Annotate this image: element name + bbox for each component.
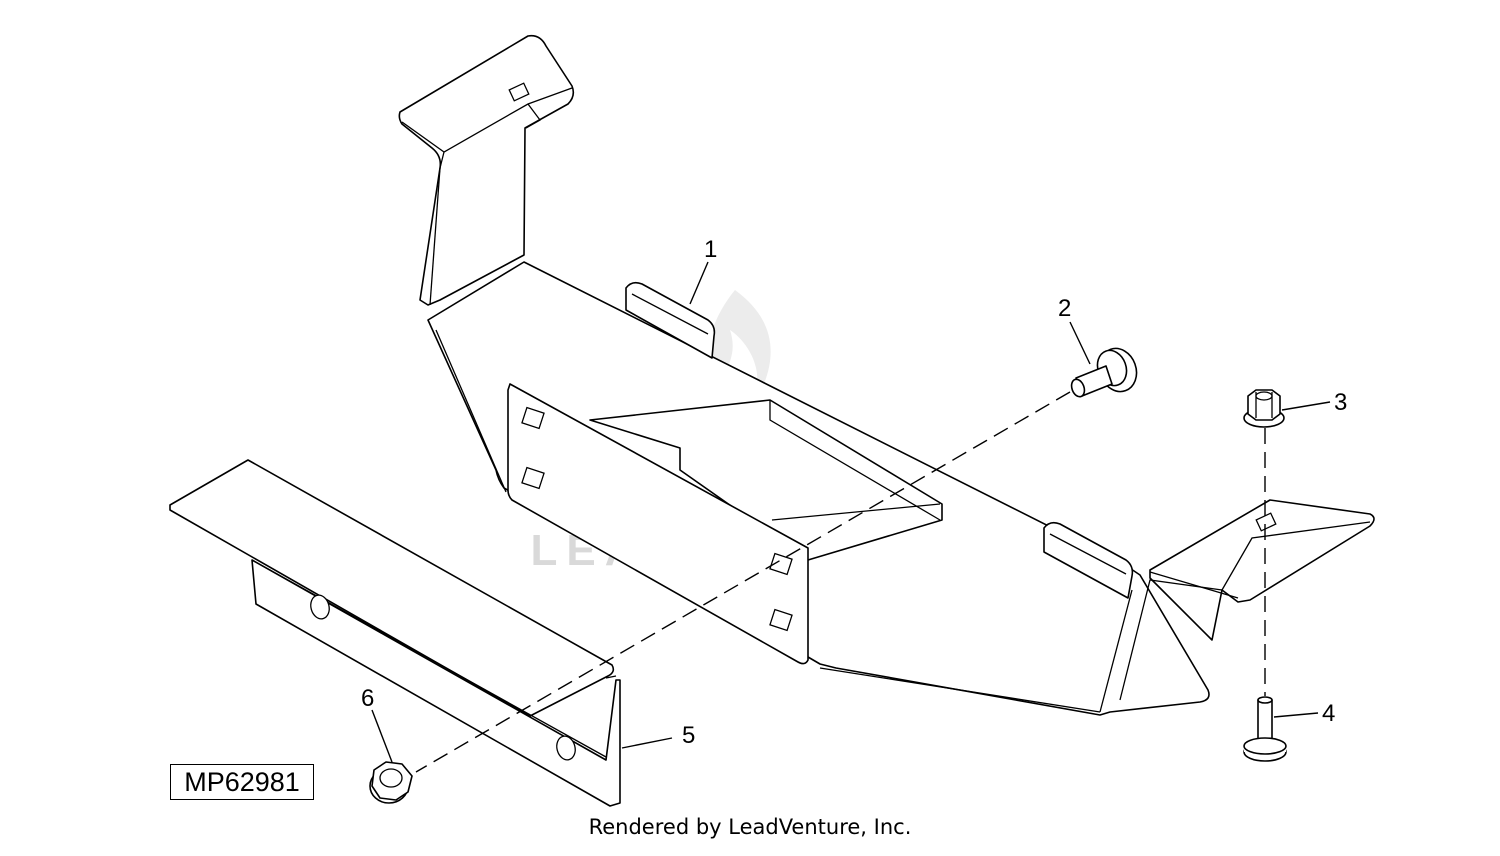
assembly-line-bolt-2: [415, 391, 1071, 773]
part-3-flange-nut: [1243, 389, 1285, 428]
watermark-logo-icon: [703, 290, 771, 410]
assembly-lines: [415, 391, 1266, 773]
part-5-angle-plate: [169, 459, 621, 807]
callout-2: 2: [1058, 295, 1071, 322]
leader-lines: [371, 261, 1331, 763]
part-4-carriage-bolt: [1243, 696, 1287, 762]
callout-3: 3: [1334, 389, 1347, 416]
callout-4: 4: [1322, 700, 1335, 727]
part-2-carriage-bolt: [1070, 347, 1138, 398]
callout-6: 6: [361, 685, 374, 712]
part-6-flange-nut: [369, 761, 413, 804]
figure-id-label: MP62981: [170, 764, 314, 800]
callouts: 1 2 3 4 5 6: [361, 236, 1347, 749]
callout-1: 1: [704, 236, 717, 263]
callout-5: 5: [682, 722, 695, 749]
render-credit: Rendered by LeadVenture, Inc.: [588, 815, 912, 839]
part-1-hitch-bracket: [398, 34, 1375, 716]
